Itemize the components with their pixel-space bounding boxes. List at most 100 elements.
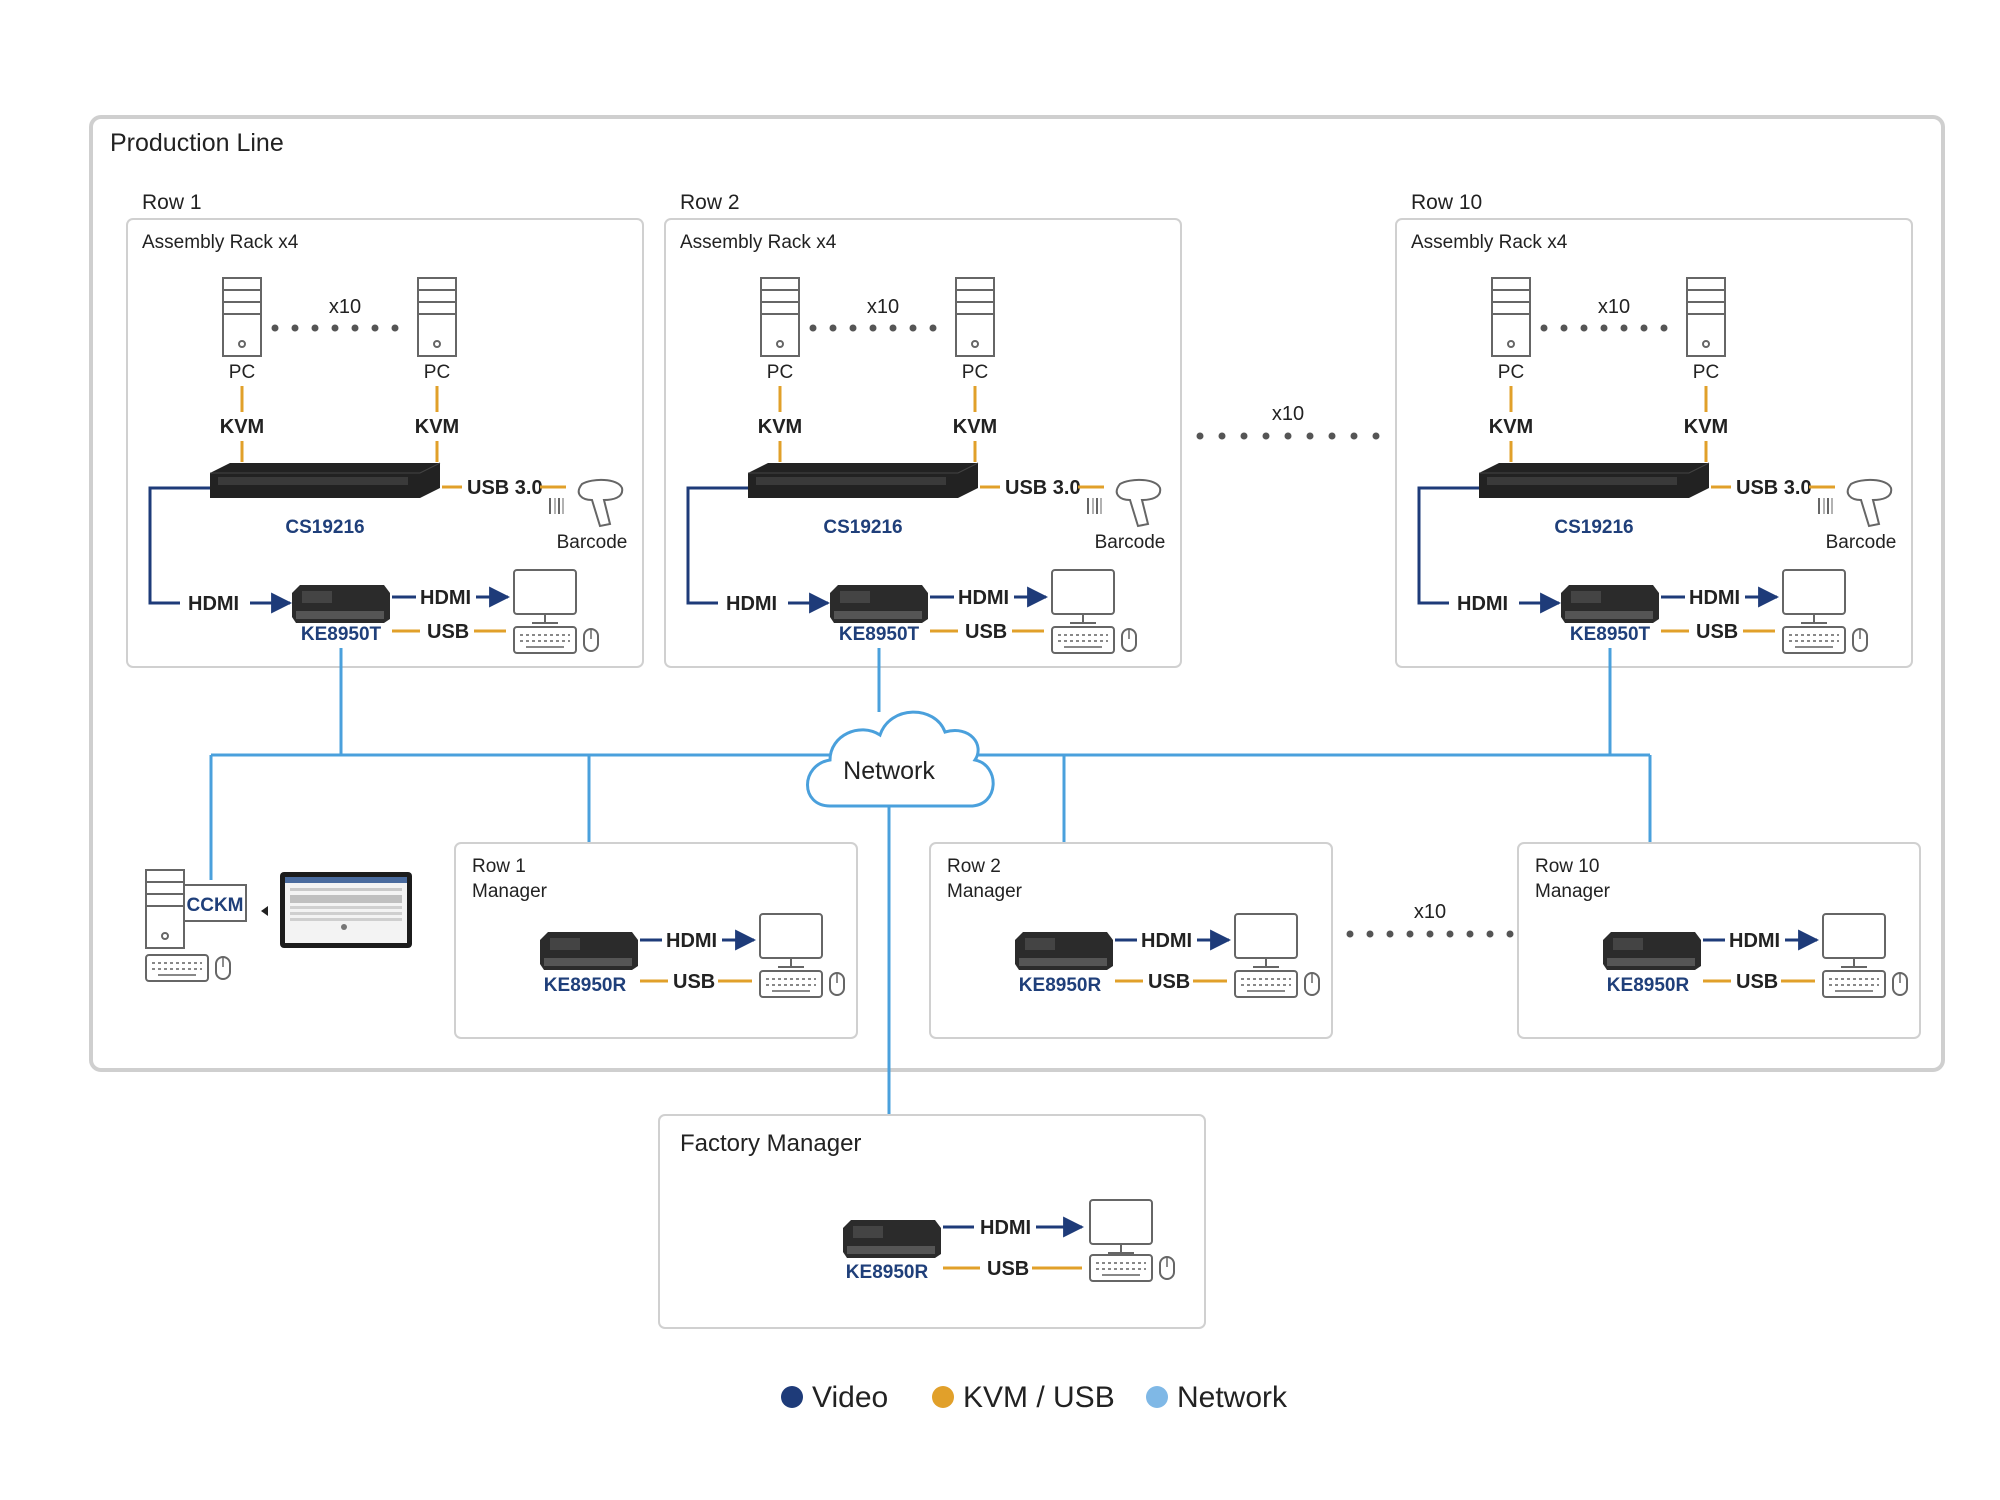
row-2-group: Row 2 Assembly Rack x4 x10 PC PC KVM KVM… xyxy=(664,191,1182,668)
receiver-label: KE8950R xyxy=(846,1262,929,1283)
row-10-group: Row 10 Assembly Rack x4 x10 PC PC KVM KV… xyxy=(1395,191,1913,668)
pc-label: PC xyxy=(1498,362,1524,383)
legend-video-label: Video xyxy=(812,1381,888,1414)
pc-multiplier: x10 xyxy=(867,296,899,318)
pc-label: PC xyxy=(767,362,793,383)
manager-title-line1: Row 2 xyxy=(947,856,1001,877)
assembly-rack-label: Assembly Rack x4 xyxy=(142,232,299,253)
hdmi-label: HDMI xyxy=(1141,930,1192,952)
barcode-label: Barcode xyxy=(1095,532,1166,553)
cckm-workstation: CCKM xyxy=(145,869,412,982)
transmitter-device xyxy=(830,585,928,623)
pc-dots xyxy=(809,324,937,332)
usb-label: USB xyxy=(1736,971,1778,993)
hdmi-out-label: HDMI xyxy=(958,587,1009,609)
hdmi-label: HDMI xyxy=(1729,930,1780,952)
keyboard-mouse-icon xyxy=(1782,626,1868,654)
manager-title-line2: Manager xyxy=(947,881,1023,902)
manager-title-line1: Row 10 xyxy=(1535,856,1599,877)
pc-label: PC xyxy=(1693,362,1719,383)
pc-dots xyxy=(271,324,399,332)
kvm-label: KVM xyxy=(758,416,802,438)
receiver-device xyxy=(540,932,638,970)
production-line-title: Production Line xyxy=(110,129,284,157)
kvm-label: KVM xyxy=(1684,416,1728,438)
usb-label: USB xyxy=(965,621,1007,643)
rows-multiplier: x10 xyxy=(1272,403,1304,425)
row-label: Row 1 xyxy=(142,191,202,214)
legend-video-swatch xyxy=(781,1386,803,1408)
manager-title-line2: Manager xyxy=(472,881,548,902)
managers-dots xyxy=(1346,930,1514,938)
pc-label: PC xyxy=(229,362,255,383)
hdmi-out-label: HDMI xyxy=(420,587,471,609)
legend-kvm-usb-swatch xyxy=(932,1386,954,1408)
hdmi-in-label: HDMI xyxy=(188,593,239,615)
switch-label: CS19216 xyxy=(1554,517,1633,538)
pc-dots xyxy=(1540,324,1668,332)
hdmi-label: HDMI xyxy=(666,930,717,952)
row-label: Row 10 xyxy=(1411,191,1482,214)
keyboard-mouse-icon xyxy=(759,970,845,998)
pc-icon xyxy=(760,277,800,357)
usb30-label: USB 3.0 xyxy=(467,477,543,499)
kvm-label: KVM xyxy=(1489,416,1533,438)
kvm-label: KVM xyxy=(953,416,997,438)
receiver-device xyxy=(1603,932,1701,970)
factory-manager-title: Factory Manager xyxy=(680,1130,861,1157)
keyboard-mouse-icon xyxy=(1051,626,1137,654)
factory-manager: Factory Manager KE8950R HDMI USB xyxy=(658,1114,1206,1329)
switch-label: CS19216 xyxy=(285,517,364,538)
keyboard-mouse-icon xyxy=(1089,1254,1175,1282)
pc-multiplier: x10 xyxy=(329,296,361,318)
assembly-rack-label: Assembly Rack x4 xyxy=(680,232,837,253)
pc-icon xyxy=(417,277,457,357)
assembly-rack-label: Assembly Rack x4 xyxy=(1411,232,1568,253)
receiver-label: KE8950R xyxy=(1019,975,1102,996)
legend: Video KVM / USB Network xyxy=(781,1381,1288,1414)
usb-label: USB xyxy=(987,1258,1029,1280)
usb-label: USB xyxy=(1148,971,1190,993)
hdmi-out-label: HDMI xyxy=(1689,587,1740,609)
row-10-manager: Row 10 Manager KE8950R HDMI USB xyxy=(1517,842,1921,1039)
switch-label: CS19216 xyxy=(823,517,902,538)
kvm-switch-device xyxy=(1478,462,1710,499)
rows-dots xyxy=(1196,432,1380,440)
pc-label: PC xyxy=(424,362,450,383)
kvm-label: KVM xyxy=(220,416,264,438)
pc-icon xyxy=(1491,277,1531,357)
manager-title-line2: Manager xyxy=(1535,881,1611,902)
pc-label: PC xyxy=(962,362,988,383)
transmitter-label: KE8950T xyxy=(839,624,920,645)
legend-network-swatch xyxy=(1146,1386,1168,1408)
legend-kvm-usb-label: KVM / USB xyxy=(963,1381,1115,1414)
usb30-label: USB 3.0 xyxy=(1736,477,1812,499)
manager-title-line1: Row 1 xyxy=(472,856,526,877)
cckm-screen xyxy=(183,884,247,922)
barcode-label: Barcode xyxy=(557,532,628,553)
transmitter-device xyxy=(1561,585,1659,623)
keyboard-mouse-icon xyxy=(513,626,599,654)
barcode-label: Barcode xyxy=(1826,532,1897,553)
kvm-switch-device xyxy=(209,462,441,499)
keyboard-mouse-icon xyxy=(1234,970,1320,998)
hdmi-label: HDMI xyxy=(980,1217,1031,1239)
network-label: Network xyxy=(843,757,935,785)
row-1-manager: Row 1 Manager KE8950R HDMI USB xyxy=(454,842,858,1039)
row-label: Row 2 xyxy=(680,191,740,214)
tablet-dashboard-icon xyxy=(280,872,412,948)
transmitter-label: KE8950T xyxy=(301,624,382,645)
hdmi-in-label: HDMI xyxy=(1457,593,1508,615)
pc-icon xyxy=(222,277,262,357)
pc-multiplier: x10 xyxy=(1598,296,1630,318)
keyboard-mouse-icon xyxy=(1822,970,1908,998)
receiver-device xyxy=(1015,932,1113,970)
usb-label: USB xyxy=(427,621,469,643)
usb-label: USB xyxy=(673,971,715,993)
row-1-group: Row 1 Assembly Rack x4 x10 PC PC KVM KVM… xyxy=(126,191,644,668)
kvm-switch-device xyxy=(747,462,979,499)
cckm-pc-icon xyxy=(145,869,185,949)
legend-network-label: Network xyxy=(1177,1381,1288,1414)
transmitter-device xyxy=(292,585,390,623)
